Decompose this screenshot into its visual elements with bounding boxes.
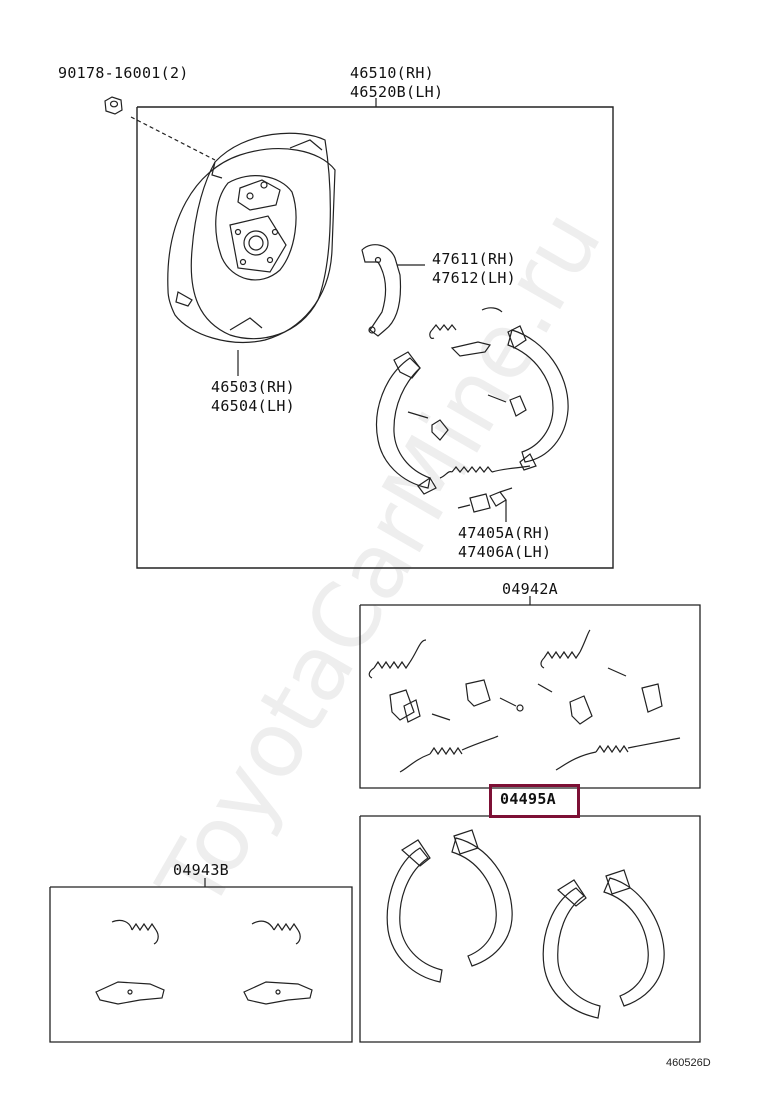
adjusting-spring-icon: [439, 465, 531, 479]
label-adjuster-lh: 47406A(LH): [458, 543, 552, 561]
set-kit-box: [49, 886, 353, 1043]
return-spring-icon: [429, 324, 457, 339]
label-kit-set: 04943B: [173, 861, 229, 879]
adjuster-icon: [457, 487, 513, 513]
label-kit-spring: 04942A: [502, 580, 558, 598]
main-box: [136, 106, 614, 569]
kit-shoe-right-icon: [542, 869, 665, 1019]
label-cover-rh: 46503(RH): [211, 378, 295, 396]
hold-down-pin-icon: [407, 394, 527, 441]
diagram-code: 460526D: [666, 1057, 711, 1069]
dust-cover-icon: [167, 148, 336, 343]
kit-shoe-left-icon: [386, 829, 513, 983]
kit-adjust-spring-icons: [399, 735, 681, 773]
upper-spring-icon: [481, 307, 503, 313]
shoe-kit-box: [359, 815, 701, 1043]
kit-spring-right-icon: [540, 629, 591, 669]
backing-plate-icon: [190, 132, 331, 340]
highlight-frame: [489, 784, 580, 818]
spring-kit-box: [359, 604, 701, 789]
label-adjuster-rh: 47405A(RH): [458, 524, 552, 542]
kit-spring-left-icon: [368, 639, 427, 679]
label-cover-lh: 46504(LH): [211, 397, 295, 415]
label-plate-lh: 46520B(LH): [350, 83, 444, 101]
brake-shoe-assembly-icon: [376, 325, 569, 495]
label-lever-rh: 47611(RH): [432, 250, 516, 268]
set-spring-right-icon: [251, 920, 301, 945]
set-plate-left-icon: [95, 981, 165, 1005]
label-nut: 90178-16001(2): [58, 64, 189, 82]
strut-icon: [450, 341, 492, 357]
kit-pin-icons: [431, 667, 627, 721]
nut-icon: [104, 96, 123, 115]
label-lever-lh: 47612(LH): [432, 269, 516, 287]
label-kit-shoe: 04495A: [500, 790, 556, 808]
parking-lever-icon: [361, 244, 402, 337]
set-spring-left-icon: [111, 919, 159, 945]
set-plate-right-icon: [243, 981, 313, 1005]
kit-clip-icons: [389, 679, 663, 725]
label-plate-rh: 46510(RH): [350, 64, 434, 82]
